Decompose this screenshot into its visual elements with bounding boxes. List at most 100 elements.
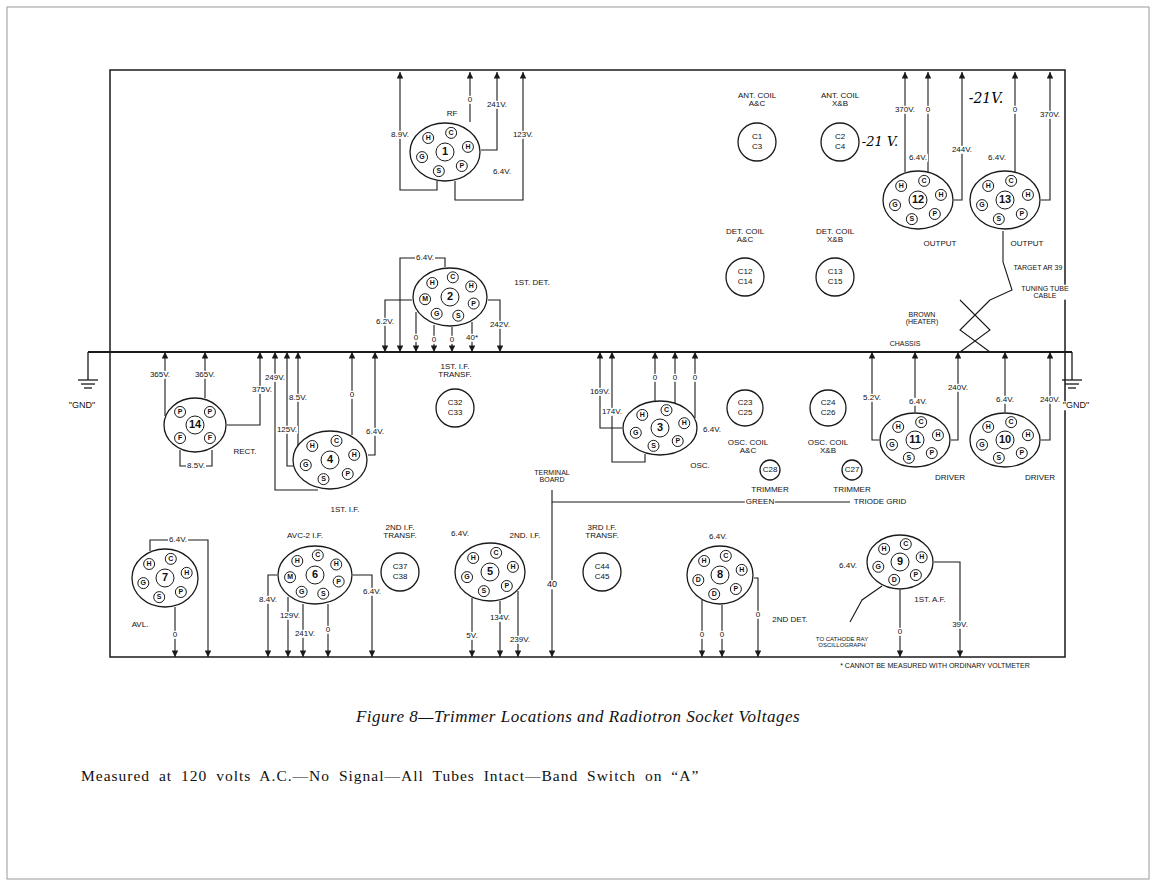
trimmer-label: C15 <box>827 278 844 286</box>
pin-hole <box>285 572 296 583</box>
pin-hole <box>292 555 303 566</box>
pin-hole <box>462 141 473 152</box>
pin-letter: S <box>481 587 488 594</box>
outline <box>970 171 1040 229</box>
outline <box>132 549 198 607</box>
tube-name: OSC. <box>689 462 711 470</box>
outline <box>381 553 419 591</box>
label-text: 6.4V. <box>168 536 188 544</box>
coil-trimmer: DET. COIL X&BC13C15 <box>815 257 855 297</box>
pin-hole <box>889 574 900 585</box>
pin-letter: H <box>425 134 432 141</box>
label-text: 6.4V. <box>908 154 928 162</box>
pin-letter: H <box>333 561 340 568</box>
pin-letter: P <box>928 449 935 456</box>
tube-name: OUTPUT <box>1010 240 1045 248</box>
pin-hole <box>873 561 884 572</box>
pin-letter: D <box>695 576 702 583</box>
pin-letter: H <box>934 432 941 439</box>
socket-number: 4 <box>326 454 334 466</box>
pin-hole <box>154 592 165 603</box>
label-text: 0 <box>692 374 698 382</box>
label-text: TUNING TUBE CABLE <box>1019 285 1071 300</box>
tube-socket: 10DRIVER <box>969 412 1041 468</box>
wire <box>960 300 990 352</box>
outline <box>880 413 950 467</box>
pin-hole <box>977 200 988 211</box>
pin-hole <box>926 448 937 459</box>
socket-number: 14 <box>188 419 202 431</box>
pin-letter: G <box>302 461 309 468</box>
pin-letter: P <box>344 470 351 477</box>
pin-letter: C <box>902 540 909 547</box>
socket-number: 8 <box>716 569 724 581</box>
pin-hole <box>300 460 311 471</box>
tube-socket: 3OSC. <box>622 400 698 456</box>
wire <box>694 352 695 418</box>
pin-hole <box>417 152 428 163</box>
coil-trimmer: C28TRIMMER <box>759 459 781 481</box>
pin-hole <box>661 405 672 416</box>
tube-name: OUTPUT <box>923 240 958 248</box>
pin-letter: S <box>436 167 443 174</box>
pin-hole <box>916 417 927 428</box>
pin-hole <box>165 553 176 564</box>
pin-hole <box>1006 175 1017 186</box>
outline <box>436 389 474 427</box>
pin-letter: C <box>921 177 928 184</box>
label-text: -21V. <box>968 91 1005 106</box>
outline <box>623 401 697 455</box>
pin-hole <box>491 547 502 558</box>
label-text: 0 <box>755 611 761 619</box>
pin-hole <box>446 127 457 138</box>
pin-hole <box>919 175 930 186</box>
tube-name: 2ND DET. <box>771 616 809 624</box>
label-text: 169V. <box>589 388 611 396</box>
label-text: 240V. <box>1039 396 1061 404</box>
pin-hole <box>312 550 323 561</box>
trimmer-label: C4 <box>834 143 846 151</box>
label-text: 370V. <box>894 106 916 114</box>
pin-letter: S <box>996 215 1003 222</box>
pin-letter: H <box>639 411 646 418</box>
pin-letter: H <box>146 560 153 567</box>
label-text: 6.4V. <box>708 533 728 541</box>
label-text: 0 <box>652 374 658 382</box>
outline <box>842 460 862 480</box>
pin-hole <box>1016 209 1027 220</box>
wire <box>268 575 277 657</box>
pin-hole <box>468 298 479 309</box>
label-text: 0 <box>413 334 419 342</box>
label-text: 365V. <box>194 371 216 379</box>
pin-hole <box>342 469 353 480</box>
label-text: 0 <box>172 631 178 639</box>
wire <box>954 72 962 200</box>
socket-center <box>651 419 669 437</box>
label-text: 375V. <box>251 386 273 394</box>
pin-hole <box>648 440 659 451</box>
pin-letter: G <box>891 201 898 208</box>
pin-hole <box>720 550 731 561</box>
pin-letter: H <box>937 191 944 198</box>
label-text: 129V. <box>279 612 301 620</box>
socket-number: 2 <box>446 291 454 303</box>
pin-letter: H <box>985 182 992 189</box>
pin-hole <box>637 409 648 420</box>
pin-letter: C <box>314 552 321 559</box>
label-text: 0 <box>349 391 355 399</box>
ground-symbol <box>1062 352 1082 388</box>
wire <box>951 352 958 440</box>
pin-letter: G <box>433 310 440 317</box>
socket-number: 9 <box>896 556 904 568</box>
part-name: OSC. COIL A&C <box>722 439 774 456</box>
pin-letter: P <box>503 582 510 589</box>
outline <box>164 398 226 452</box>
tube-socket: 52ND. I.F. <box>454 542 526 602</box>
pin-letter: H <box>183 569 190 576</box>
outline <box>726 258 764 296</box>
pin-letter: S <box>909 215 916 222</box>
pin-letter: M <box>286 574 294 581</box>
part-name: ANT. COIL X&B <box>814 92 866 109</box>
label-text: TARGET AR 39 <box>1013 264 1064 271</box>
pin-letter: P <box>913 571 920 578</box>
